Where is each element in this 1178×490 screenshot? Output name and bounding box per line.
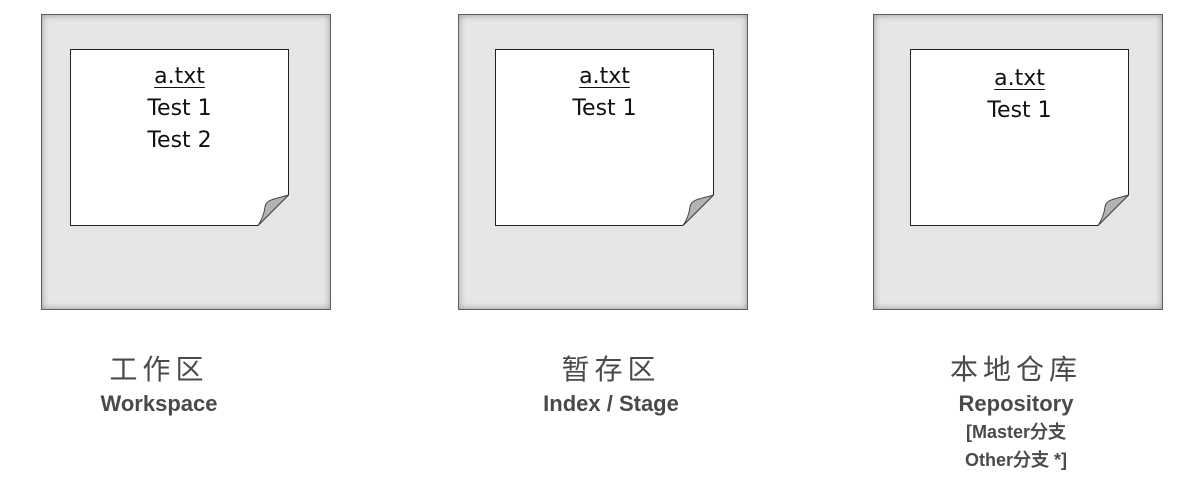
- note-filename: a.txt: [994, 66, 1045, 91]
- caption-english: Repository: [958, 391, 1074, 416]
- note-filename: a.txt: [579, 64, 630, 89]
- file-note: a.txt Test 1: [910, 49, 1129, 226]
- repository-panel: a.txt Test 1: [873, 14, 1163, 310]
- page-curl-icon: [1097, 194, 1129, 226]
- index-stage-caption: 暂存区 Index / Stage: [461, 350, 761, 418]
- note-filename: a.txt: [154, 64, 205, 89]
- note-paper-shape: [910, 49, 1129, 226]
- caption-english: Workspace: [100, 391, 218, 416]
- index-stage-panel: a.txt Test 1: [458, 14, 748, 310]
- page-curl-icon: [682, 194, 714, 226]
- branch-line-other: Other分支 *]: [964, 450, 1067, 470]
- page-curl-icon: [257, 194, 289, 226]
- branch-line-master: [Master分支: [965, 422, 1067, 442]
- caption-chinese: 本地仓库: [949, 353, 1082, 386]
- workspace-caption: 工作区 Workspace: [9, 350, 309, 418]
- note-line-1: Test 1: [147, 96, 212, 121]
- note-line-2: Test 2: [147, 128, 212, 153]
- note-paper-shape: [495, 49, 714, 226]
- file-note: a.txt Test 1: [495, 49, 714, 226]
- repository-caption: 本地仓库 Repository [Master分支 Other分支 *]: [866, 350, 1166, 474]
- caption-chinese: 工作区: [109, 353, 209, 386]
- note-line-1: Test 1: [572, 96, 637, 121]
- note-paper-shape: [70, 49, 289, 226]
- caption-english: Index / Stage: [543, 391, 679, 416]
- workspace-panel: a.txt Test 1 Test 2: [41, 14, 331, 310]
- caption-chinese: 暂存区: [561, 353, 661, 386]
- note-line-1: Test 1: [987, 98, 1052, 123]
- file-note: a.txt Test 1 Test 2: [70, 49, 289, 226]
